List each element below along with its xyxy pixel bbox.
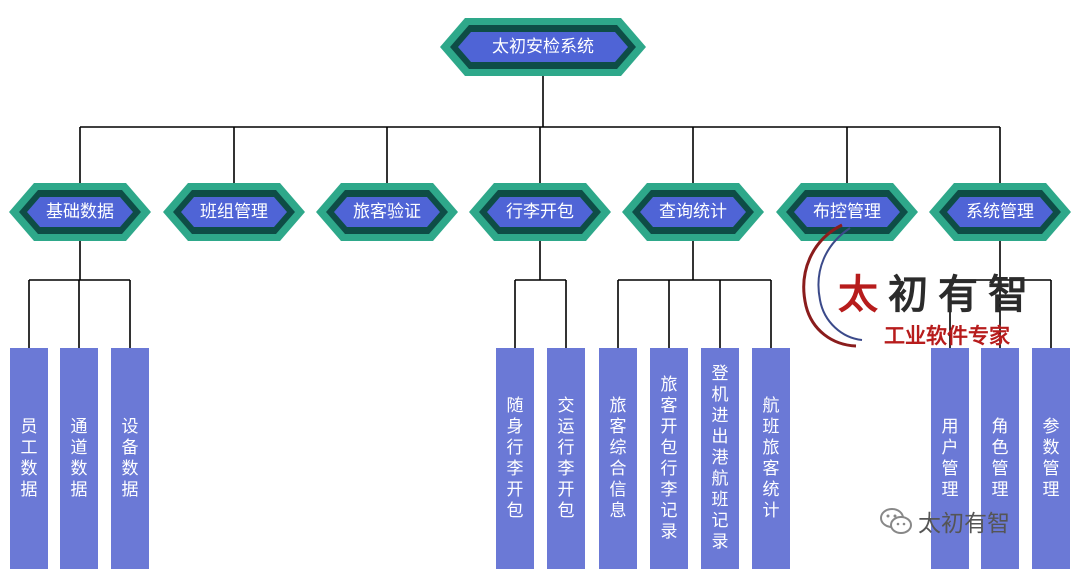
connector-lines	[28, 76, 1052, 348]
module-hexagon-xitong	[929, 183, 1071, 241]
hexagon-nodes	[9, 18, 1071, 241]
leaf-node-8: 航班旅客统计	[752, 348, 790, 569]
module-hexagon-jichu	[9, 183, 151, 241]
wechat-account-name: 太初有智	[918, 511, 1010, 537]
leaf-node-2: 设备数据	[111, 348, 149, 569]
leaf-node-11: 参数管理	[1032, 348, 1070, 569]
leaf-node-label: 登机进出港航班记录	[711, 364, 729, 552]
module-label-xingli: 行李开包	[506, 202, 574, 222]
leaf-node-label: 交运行李开包	[557, 395, 575, 521]
root-node-hexagon	[440, 18, 646, 76]
leaf-node-label: 用户管理	[941, 416, 959, 500]
leaf-node-0: 员工数据	[10, 348, 48, 569]
leaf-node-6: 旅客开包行李记录	[650, 348, 688, 569]
leaf-node-7: 登机进出港航班记录	[701, 348, 739, 569]
leaf-node-label: 参数管理	[1042, 416, 1060, 500]
module-label-bukong: 布控管理	[813, 202, 881, 222]
module-label-xitong: 系统管理	[966, 202, 1034, 222]
module-hexagon-xingli	[469, 183, 611, 241]
leaf-node-label: 旅客开包行李记录	[660, 374, 678, 542]
leaf-node-label: 旅客综合信息	[609, 395, 627, 521]
module-label-banzu: 班组管理	[200, 202, 268, 222]
leaf-node-label: 设备数据	[121, 416, 139, 500]
wechat-watermark: 太初有智	[878, 505, 1010, 537]
leaf-node-10: 角色管理	[981, 348, 1019, 569]
wechat-icon	[880, 508, 912, 534]
leaf-node-5: 旅客综合信息	[599, 348, 637, 569]
module-hexagon-bukong	[776, 183, 918, 241]
leaf-node-9: 用户管理	[931, 348, 969, 569]
brand-watermark-subtitle: 工业软件专家	[884, 324, 1010, 348]
leaf-node-3: 随身行李开包	[496, 348, 534, 569]
brand-watermark-title: 太初有智	[838, 262, 1038, 320]
leaf-node-label: 航班旅客统计	[762, 395, 780, 521]
module-hexagon-banzu	[163, 183, 305, 241]
module-label-chaxun: 查询统计	[659, 202, 727, 222]
module-label-lvke: 旅客验证	[353, 202, 421, 222]
leaf-node-4: 交运行李开包	[547, 348, 585, 569]
leaf-node-label: 角色管理	[991, 416, 1009, 500]
leaf-node-1: 通道数据	[60, 348, 98, 569]
brand-logo-arc	[802, 223, 863, 348]
brand-title-first-char: 太	[838, 271, 888, 318]
brand-title-rest: 初有智	[888, 271, 1038, 318]
leaf-node-label: 员工数据	[20, 416, 38, 500]
leaf-node-label: 随身行李开包	[506, 395, 524, 521]
leaf-node-label: 通道数据	[70, 416, 88, 500]
module-hexagon-chaxun	[622, 183, 764, 241]
module-label-jichu: 基础数据	[46, 202, 114, 222]
root-node-label: 太初安检系统	[492, 37, 594, 57]
module-hexagon-lvke	[316, 183, 458, 241]
